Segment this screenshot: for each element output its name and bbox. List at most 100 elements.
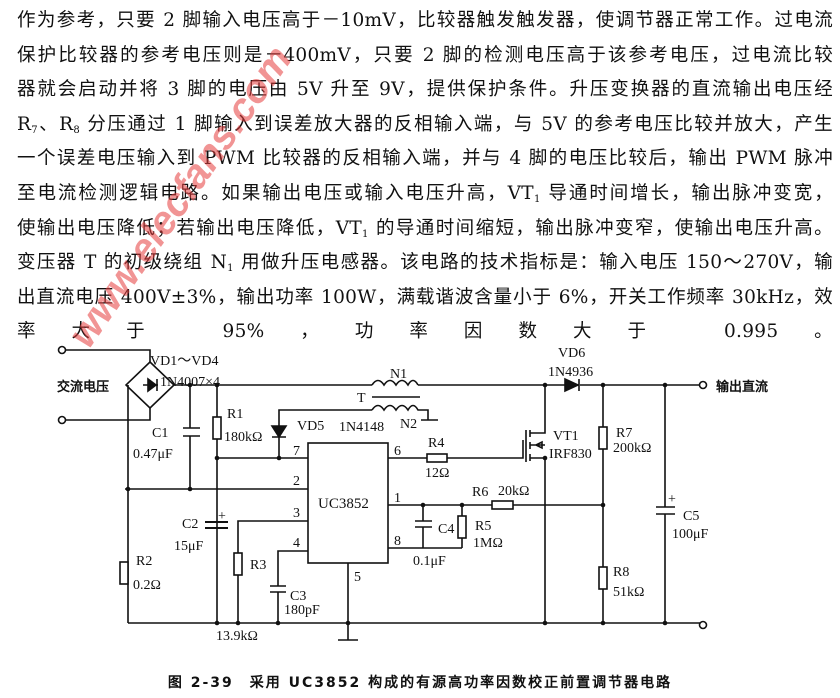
figure-caption: 图 2-39 采用 UC3852 构成的有源高功率因数校正前置调节器电路 bbox=[167, 675, 673, 691]
resistor-r7 bbox=[598, 426, 608, 450]
text-run: 出直流电压 400V±3%，输出功率 100W，满载谐波含量小于 6%，开关工作… bbox=[17, 286, 833, 308]
label-c5: C5 bbox=[683, 509, 699, 524]
label-r5-value: 1MΩ bbox=[473, 536, 503, 551]
text-run: 率大于 95%，功率因数大于 0.995。 bbox=[17, 321, 833, 343]
resistor-r8 bbox=[598, 566, 608, 590]
label-r7-value: 200kΩ bbox=[613, 441, 651, 456]
label-c5-value: 100μF bbox=[672, 527, 709, 542]
label-n2: N2 bbox=[400, 417, 417, 432]
pin-3: 3 bbox=[293, 506, 300, 521]
label-r8-value: 51kΩ bbox=[613, 585, 644, 600]
resistor-r3 bbox=[233, 552, 243, 576]
text-run: 器就会启动并将 3 脚的电压由 5V 升至 9V，提供保护条件。升压变换器的直流… bbox=[17, 79, 833, 101]
mosfet-vt1 bbox=[525, 385, 546, 623]
subscript: 1 bbox=[227, 263, 234, 275]
label-n1: N1 bbox=[390, 367, 407, 382]
bridge-rectifier bbox=[124, 360, 176, 410]
resistor-r1 bbox=[212, 416, 222, 440]
dc-terminal-bottom bbox=[698, 620, 708, 630]
label-c1: C1 bbox=[152, 426, 168, 441]
paragraph-line: R7、R8 分压通过 1 脚输入到误差放大器的反相输入端，与 5V 的参考电压比… bbox=[17, 108, 833, 143]
label-c3-value: 180pF bbox=[284, 603, 320, 618]
text-run: 使输出电压降低；若输出电压降低，VT bbox=[17, 217, 362, 239]
label-r4-value: 12Ω bbox=[425, 466, 449, 481]
resistor-r2 bbox=[119, 561, 129, 585]
ac-terminal-bottom bbox=[57, 415, 67, 425]
paragraph-line: 变压器 T 的初级绕组 N1 用做升压电感器。该电路的技术指标是：输入电压 15… bbox=[17, 246, 833, 281]
paragraph-line: 作为参考，只要 2 脚输入电压高于－10mV，比较器触发触发器，使调节器正常工作… bbox=[17, 4, 833, 39]
text-run: 作为参考，只要 2 脚输入电压高于－10mV，比较器触发触发器，使调节器正常工作… bbox=[17, 10, 833, 31]
label-r2: R2 bbox=[136, 554, 152, 569]
label-c4-value: 0.1μF bbox=[413, 554, 446, 569]
label-r1-value: 180kΩ bbox=[224, 430, 262, 445]
label-vd6: VD6 bbox=[558, 346, 585, 361]
label-c5-plus: + bbox=[668, 492, 676, 507]
text-run: 一个误差电压输入到 PWM 比较器的反相输入端，并与 4 脚的电压比较后，输出 … bbox=[17, 148, 833, 170]
label-c2: C2 bbox=[182, 517, 198, 532]
paragraph-line: 使输出电压降低；若输出电压降低，VT1 的导通时间缩短，输出脉冲变窄，使输出电压… bbox=[17, 212, 833, 247]
resistor-r4 bbox=[426, 453, 448, 463]
label-vd1-vd4-part: 1N4007×4 bbox=[160, 375, 220, 390]
text-run: 保护比较器的参考电压则是－400mV，只要 2 脚的检测电压高于该参考电压，过电… bbox=[17, 44, 833, 66]
resistor-r5 bbox=[457, 515, 467, 539]
label-c2-value: 15μF bbox=[174, 539, 204, 554]
diode-vd5 bbox=[270, 425, 288, 439]
label-c4: C4 bbox=[438, 522, 454, 537]
label-vd1-vd4: VD1～VD4 bbox=[150, 354, 218, 369]
label-r3-value: 13.9kΩ bbox=[216, 629, 258, 644]
label-t: T bbox=[357, 391, 366, 406]
label-c3: C3 bbox=[290, 589, 306, 604]
label-c1-value: 0.47μF bbox=[133, 447, 173, 462]
ac-terminal-top bbox=[57, 345, 67, 355]
label-r1: R1 bbox=[227, 407, 243, 422]
dc-terminal-top bbox=[698, 380, 708, 390]
label-vt1: VT1 bbox=[553, 429, 579, 444]
paragraph-line: 率大于 95%，功率因数大于 0.995。 bbox=[17, 315, 833, 350]
pin-4: 4 bbox=[293, 536, 300, 551]
label-vd5: VD5 bbox=[297, 419, 324, 434]
pin-8: 8 bbox=[394, 534, 401, 549]
label-r4: R4 bbox=[428, 436, 444, 451]
paragraph-line: 器就会启动并将 3 脚的电压由 5V 升至 9V，提供保护条件。升压变换器的直流… bbox=[17, 73, 833, 108]
label-r7: R7 bbox=[616, 426, 632, 441]
label-r3: R3 bbox=[250, 558, 266, 573]
text-run: 导通时间增长，输出脉冲变宽， bbox=[540, 182, 833, 204]
pin-5: 5 bbox=[354, 570, 361, 585]
pin-2: 2 bbox=[293, 474, 300, 489]
pin-7: 7 bbox=[293, 444, 300, 459]
pin-1: 1 bbox=[394, 491, 401, 506]
label-r6-value: 20kΩ bbox=[498, 484, 529, 499]
text-run: 的导通时间缩短，输出脉冲变窄，使输出电压升高。 bbox=[368, 217, 833, 239]
text-run: R bbox=[17, 113, 32, 135]
resistor-r6 bbox=[491, 500, 514, 510]
label-ac-input: 交流电压 bbox=[57, 379, 109, 395]
text-run: 、R bbox=[37, 113, 74, 135]
text-run: 用做升压电感器。该电路的技术指标是：输入电压 150～270V，输 bbox=[233, 252, 833, 274]
label-r2-value: 0.2Ω bbox=[133, 578, 161, 593]
label-r5: R5 bbox=[475, 519, 491, 534]
label-vd6-part: 1N4936 bbox=[548, 365, 593, 380]
subscript: 7 bbox=[31, 124, 38, 136]
pin-6: 6 bbox=[394, 444, 401, 459]
paragraph-line: 至电流检测逻辑电路。如果输出电压或输入电压升高，VT1 导通时间增长，输出脉冲变… bbox=[17, 177, 833, 212]
capacitor-c2 bbox=[205, 521, 228, 529]
paragraph-line: 保护比较器的参考电压则是－400mV，只要 2 脚的检测电压高于该参考电压，过电… bbox=[17, 39, 833, 74]
winding-n1 bbox=[371, 379, 419, 387]
paragraph-line: 出直流电压 400V±3%，输出功率 100W，满载谐波含量小于 6%，开关工作… bbox=[17, 281, 833, 316]
label-vt1-part: IRF830 bbox=[549, 447, 592, 462]
capacitor-c5 bbox=[656, 385, 675, 623]
label-c2-plus: + bbox=[218, 509, 226, 524]
text-run: 至电流检测逻辑电路。如果输出电压或输入电压升高，VT bbox=[17, 182, 534, 204]
text-run: 分压通过 1 脚输入到误差放大器的反相输入端，与 5V 的参考电压比较并放大，产… bbox=[79, 113, 833, 135]
label-r8: R8 bbox=[613, 565, 629, 580]
label-vd5-part: 1N4148 bbox=[339, 420, 384, 435]
label-dc-output: 输出直流 bbox=[716, 379, 768, 395]
diode-vd6 bbox=[564, 377, 580, 393]
subscript: 8 bbox=[73, 124, 80, 136]
winding-n2 bbox=[371, 404, 438, 421]
label-ic: UC3852 bbox=[318, 496, 369, 512]
bridge-diode-symbol bbox=[143, 377, 158, 393]
body-paragraph: 作为参考，只要 2 脚输入电压高于－10mV，比较器触发触发器，使调节器正常工作… bbox=[17, 4, 833, 350]
subscript: 1 bbox=[533, 193, 541, 205]
